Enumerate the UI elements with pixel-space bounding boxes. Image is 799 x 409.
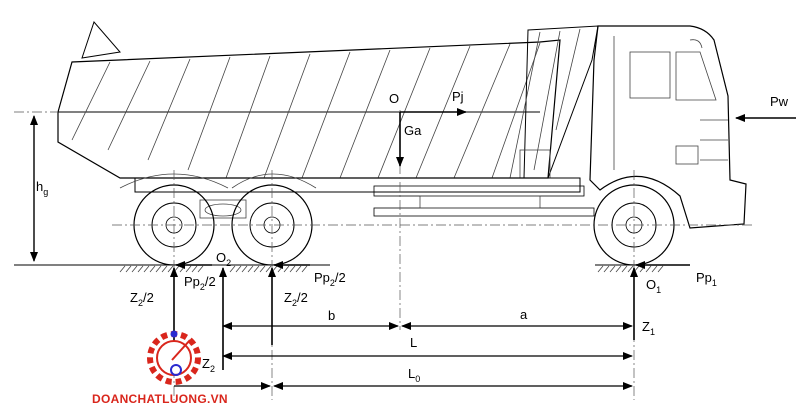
truck-cab (589, 25, 747, 229)
ground (14, 264, 680, 273)
pp1-label: Pp1 (696, 270, 717, 288)
watermark-logo (147, 330, 201, 385)
pw-label: Pw (770, 94, 789, 109)
o-point-label: O (389, 91, 399, 106)
b-label: b (328, 308, 335, 323)
dump-body (57, 21, 599, 179)
pj-label: Pj (452, 89, 464, 104)
dimension-lines (174, 322, 633, 390)
ga-label: Ga (404, 123, 422, 138)
pp2-right-label: Pp2/2 (314, 270, 346, 288)
watermark-text: DOANCHATLUONG.VN (92, 392, 228, 406)
hg-label: hg (36, 179, 48, 197)
a-label: a (520, 307, 528, 322)
pp2-left-label: Pp2/2 (184, 274, 216, 292)
z2-mid-label: Z2/2 (284, 290, 308, 308)
z2-left-label: Z2/2 (130, 290, 154, 308)
o2-label: O2 (216, 250, 231, 268)
o1-label: O1 (646, 277, 661, 295)
chassis (134, 177, 595, 219)
L-label: L (410, 335, 417, 350)
force-arrows (170, 108, 796, 370)
z2-bottom-label: Z2 (202, 356, 215, 374)
z1-label: Z1 (642, 319, 655, 337)
L0-label: L0 (408, 366, 420, 384)
